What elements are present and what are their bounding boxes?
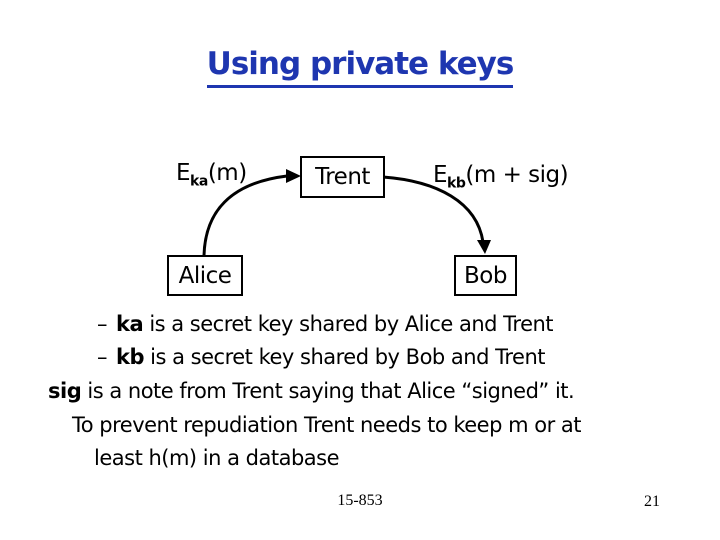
footer-course-number: 15-853 [337, 492, 383, 509]
node-bob: Bob [454, 255, 517, 296]
body-line-sig-text: is a note from Trent saying that Alice “… [81, 379, 575, 403]
body-line-kb-text: is a secret key shared by Bob and Trent [144, 345, 545, 369]
body-line-database-text: least h(m) in a database [94, 446, 340, 470]
body-line-repudiation-text: To prevent repudiation Trent needs to ke… [72, 413, 582, 437]
arrowhead-into-bob-icon [477, 240, 491, 254]
bullet-dash: – [97, 345, 108, 369]
node-alice: Alice [167, 255, 243, 296]
body-line-ka: –ka is a secret key shared by Alice and … [97, 312, 554, 336]
ekb-main: E [433, 162, 448, 188]
arrow-alice-to-trent [202, 174, 289, 258]
body-line-sig: sig is a note from Trent saying that Ali… [48, 379, 575, 403]
eka-subscript: ka [190, 173, 208, 190]
label-eka-m: Eka(m) [176, 160, 247, 189]
arrowhead-into-trent-icon [286, 169, 301, 183]
node-trent: Trent [300, 156, 385, 198]
ekb-rest: (m + sig) [465, 162, 569, 188]
body-line-database: least h(m) in a database [94, 446, 340, 470]
bullet-dash: – [97, 312, 108, 336]
footer-page-number: 21 [644, 493, 660, 510]
body-line-kb: –kb is a secret key shared by Bob and Tr… [97, 345, 545, 369]
page-title: Using private keys [0, 46, 720, 88]
ekb-subscript: kb [447, 175, 466, 192]
page-title-text: Using private keys [206, 46, 514, 88]
body-line-repudiation: To prevent repudiation Trent needs to ke… [72, 413, 582, 437]
label-ekb-m-sig: Ekb(m + sig) [433, 162, 569, 191]
keyword-ka: ka [116, 312, 144, 336]
eka-rest: (m) [207, 160, 247, 186]
keyword-sig: sig [48, 379, 82, 403]
eka-main: E [176, 160, 191, 186]
body-line-ka-text: is a secret key shared by Alice and Tren… [143, 312, 554, 336]
keyword-kb: kb [116, 345, 145, 369]
